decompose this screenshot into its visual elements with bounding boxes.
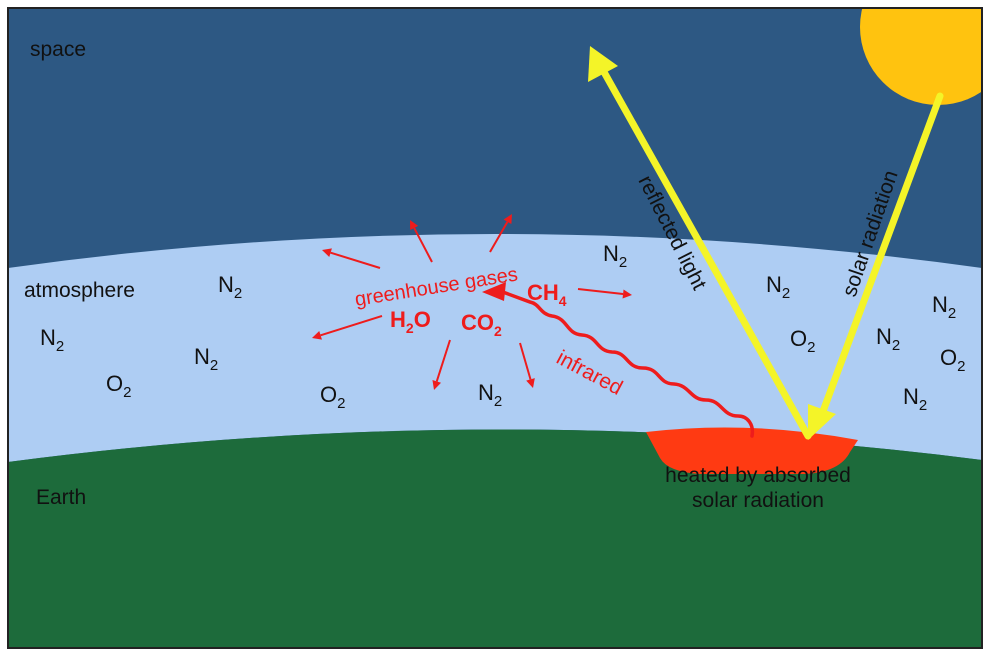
reemission-arrow	[489, 214, 512, 253]
reemission-arrow	[432, 339, 451, 390]
diagram-frame	[7, 7, 983, 649]
atmospheric-molecules: N2 N2 N2 O2 O2 N2 N2 N2 O2 N2 N2 O2 N2	[40, 241, 965, 414]
reflected-light-arrowhead	[588, 46, 618, 82]
atmosphere-region	[8, 234, 982, 462]
atmosphere-label: atmosphere	[24, 279, 135, 302]
o2-molecule: O2	[106, 371, 131, 401]
heated-caption-line2: solar radiation	[692, 489, 824, 512]
n2-molecule: N2	[478, 380, 502, 410]
n2-molecule: N2	[876, 324, 900, 354]
reemission-arrow	[322, 248, 381, 269]
earth-label: Earth	[36, 486, 86, 509]
sun-icon	[860, 8, 982, 105]
earth-region	[8, 429, 982, 648]
h2o-molecule: H2O	[390, 307, 431, 336]
o2-molecule: O2	[790, 326, 815, 356]
reemission-arrow	[312, 315, 383, 340]
n2-molecule: N2	[903, 384, 927, 414]
co2-molecule: CO2	[461, 310, 502, 339]
n2-molecule: N2	[766, 272, 790, 302]
solar-radiation-ray	[818, 92, 944, 418]
reemission-arrows	[312, 214, 632, 390]
n2-molecule: N2	[218, 272, 242, 302]
o2-molecule: O2	[320, 382, 345, 412]
reflected-light-ray	[600, 68, 812, 440]
reemission-arrow	[410, 220, 433, 263]
o2-molecule: O2	[940, 345, 965, 375]
n2-molecule: N2	[40, 325, 64, 355]
n2-molecule: N2	[194, 344, 218, 374]
reemission-arrow	[577, 288, 632, 299]
reemission-arrow	[519, 342, 535, 388]
space-label: space	[30, 38, 86, 61]
ch4-molecule: CH4	[527, 280, 567, 309]
heated-caption-line1: heated by absorbed	[665, 464, 851, 487]
heated-ground-patch	[646, 427, 858, 474]
n2-molecule: N2	[603, 241, 627, 271]
infrared-arrowhead	[482, 282, 506, 301]
n2-molecule: N2	[932, 292, 956, 322]
infrared-wave	[498, 289, 755, 438]
solar-radiation-arrowhead	[808, 404, 836, 440]
